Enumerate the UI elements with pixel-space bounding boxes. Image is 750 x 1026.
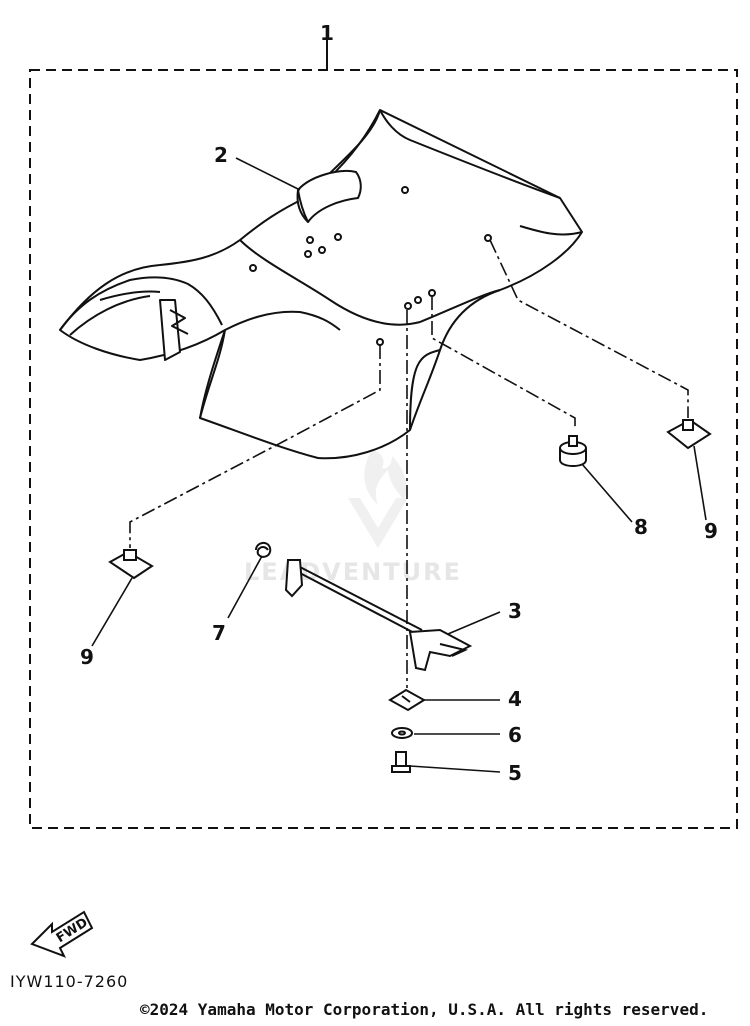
callout-1: 1 [320,21,334,45]
callout-3: 3 [508,599,522,623]
part-9-left-nut-clip [108,549,154,580]
mounting-lines [129,239,689,688]
callout-7: 7 [212,621,226,645]
part-8-damper [559,435,587,467]
part-9-right-nut-clip [666,418,712,450]
callout-2: 2 [214,143,228,167]
part-7-spring [255,542,272,558]
callout-8: 8 [634,515,648,539]
fwd-arrow-icon: FWD [30,910,94,958]
watermark-text: LEADVENTURE [244,558,462,586]
copyright-notice: ©2024 Yamaha Motor Corporation, U.S.A. A… [140,1000,709,1019]
part-5-bolt [391,751,411,773]
part-6-washer [391,727,413,739]
leader-lines [91,157,707,773]
callout-5: 5 [508,761,522,785]
watermark-logo [348,450,408,548]
assembly-group-border [29,69,738,829]
drawing-code: IYW110-7260 [10,972,129,991]
callout-4: 4 [508,687,522,711]
seat-drawing [59,109,583,460]
part-4-bracket [388,688,426,712]
callout-9-right: 9 [704,519,718,543]
part-3-seat-lock [284,559,473,672]
callout-6: 6 [508,723,522,747]
callout-9-left: 9 [80,645,94,669]
